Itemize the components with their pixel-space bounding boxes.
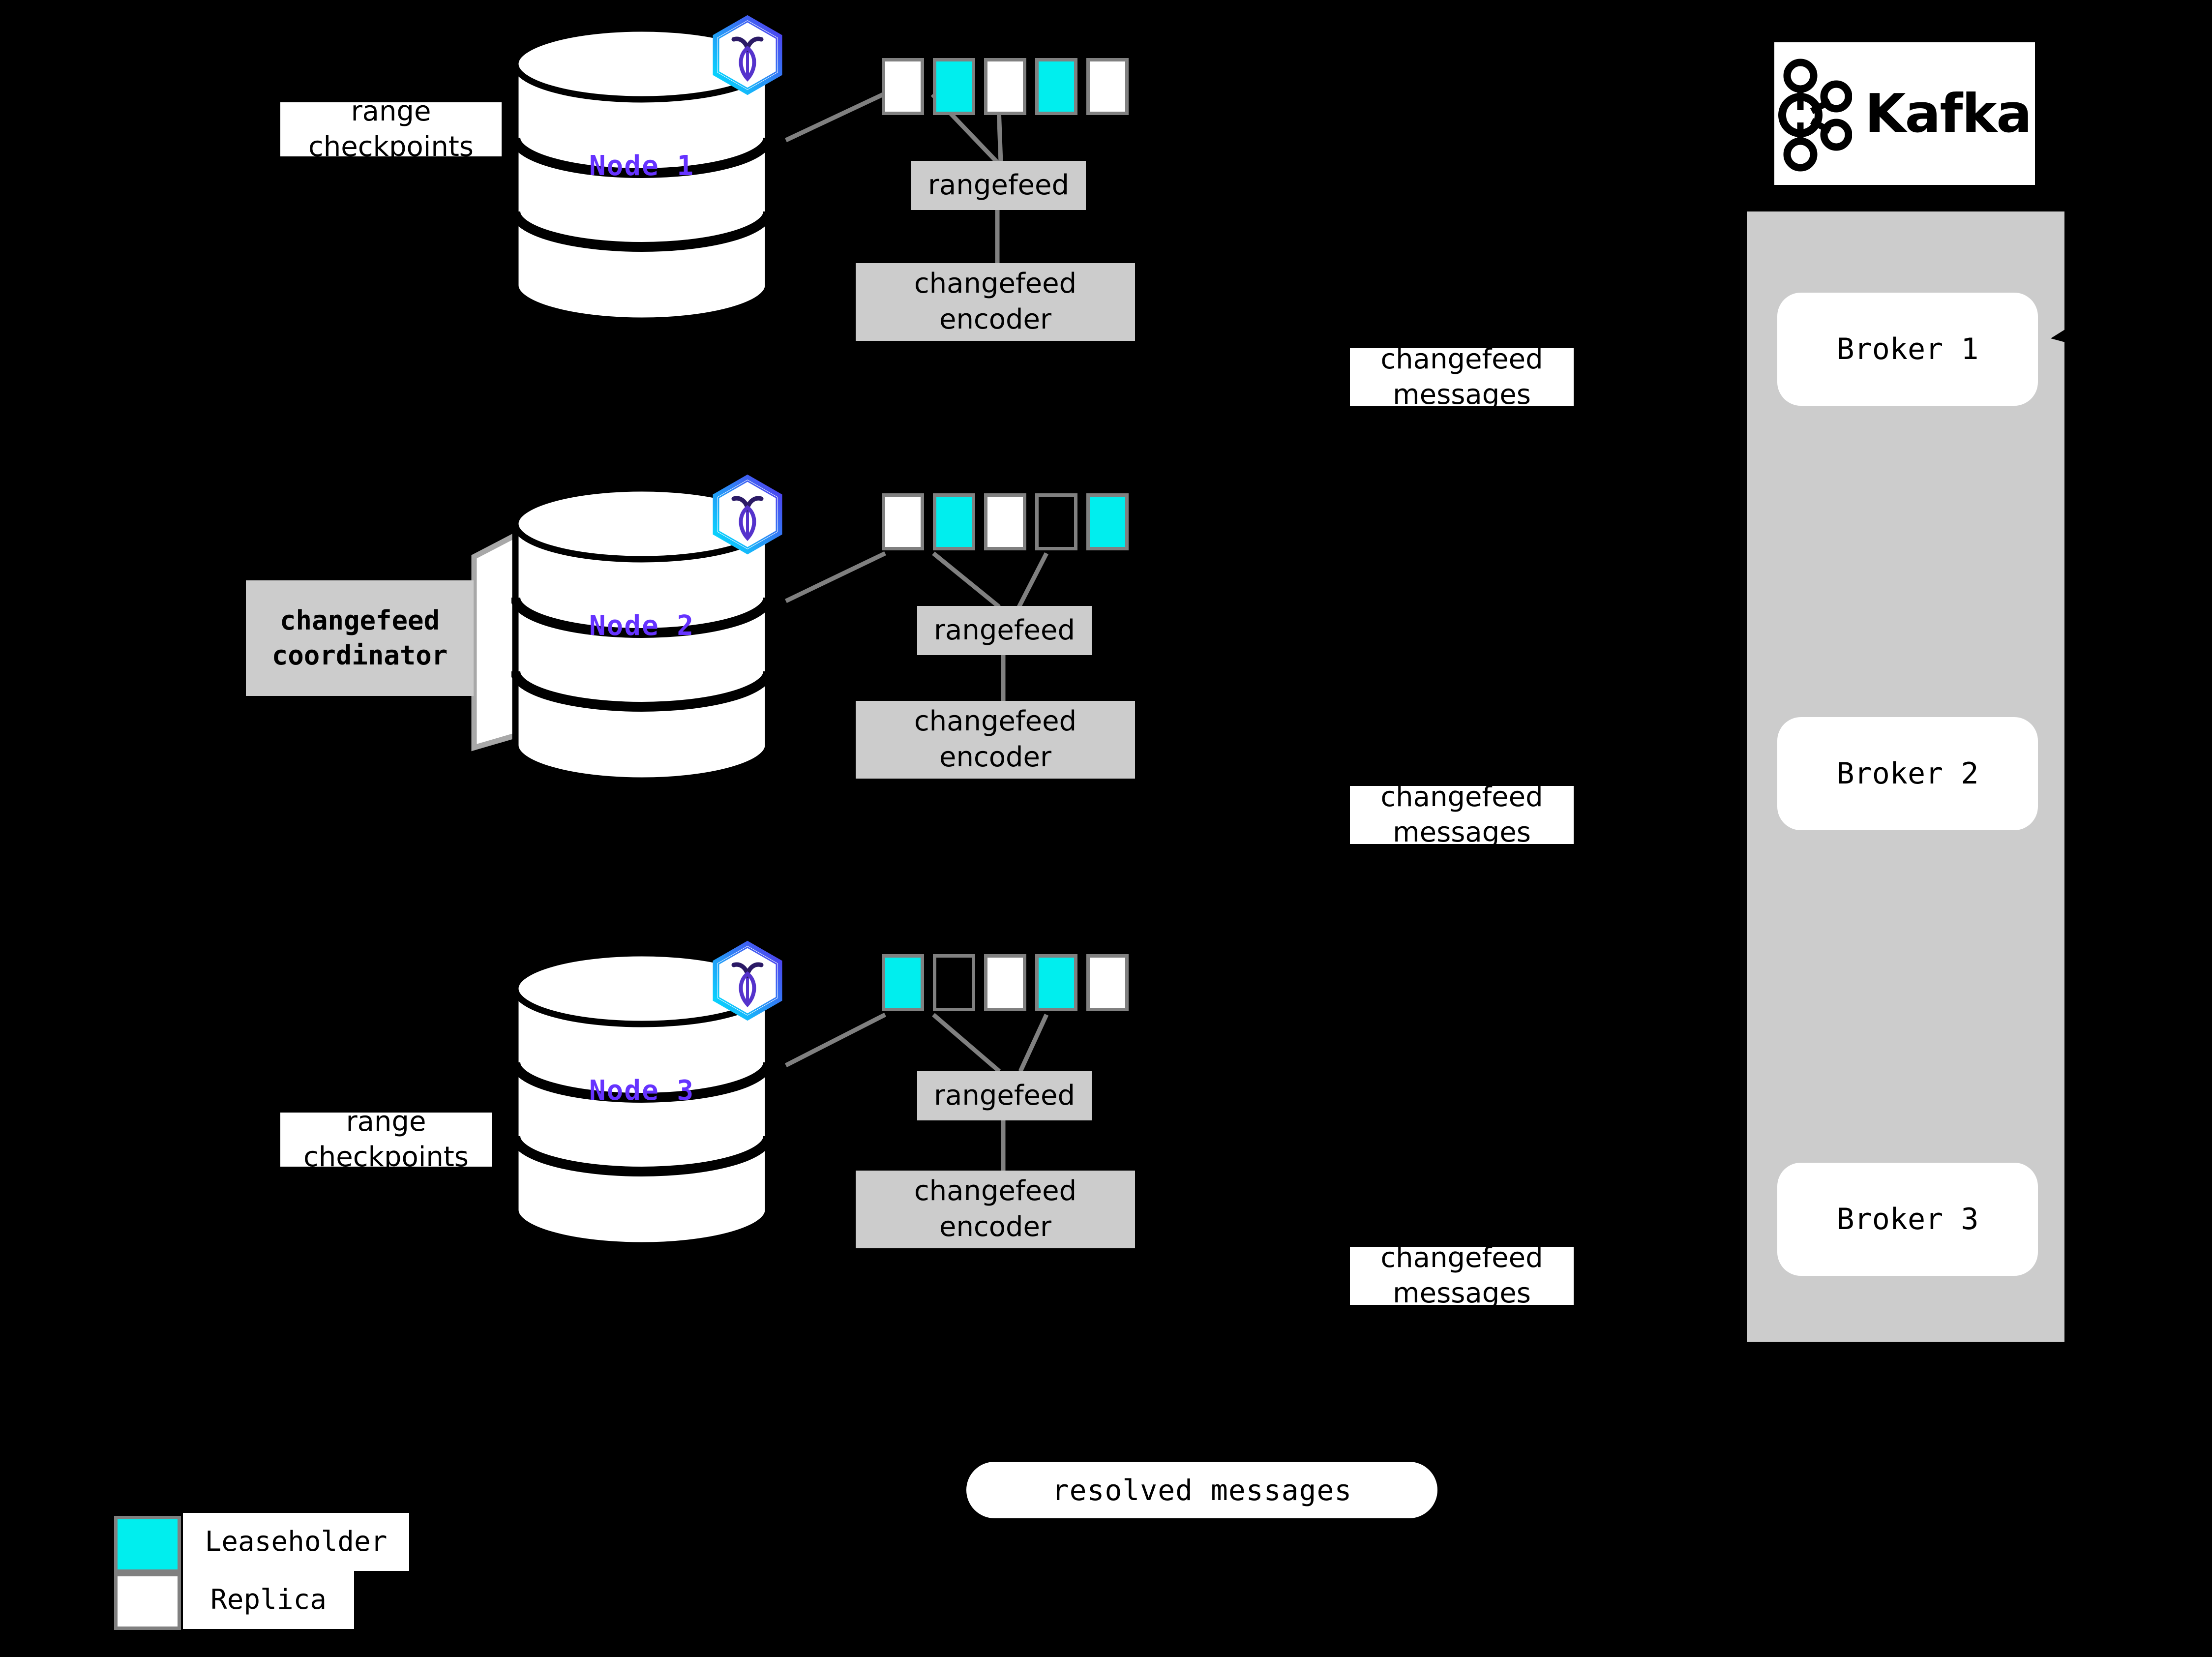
resolved-messages-label: resolved messages	[1051, 1473, 1352, 1507]
range-box	[1086, 954, 1129, 1011]
cockroachdb-logo-icon	[708, 14, 787, 97]
encoder-line2: encoder	[939, 303, 1052, 335]
resolved-messages-pill: resolved messages	[966, 1462, 1437, 1518]
range-box	[1035, 493, 1077, 550]
rangefeed-label: rangefeed	[928, 169, 1069, 201]
rangefeed-label: rangefeed	[934, 1079, 1075, 1112]
range-box	[933, 58, 975, 115]
range-checkpoints-line1: range	[346, 1106, 426, 1138]
kafka-wordmark: Kafka	[1864, 83, 2032, 145]
broker-label: Broker 3	[1836, 1202, 1979, 1236]
encoder-line1: changefeed	[914, 705, 1077, 738]
changefeed-coordinator-box: changefeed coordinator	[246, 580, 474, 696]
broker-label: Broker 2	[1836, 756, 1979, 791]
legend-label-leaseholder: Leaseholder	[183, 1513, 409, 1571]
range-box	[984, 954, 1026, 1011]
message-line1: changefeed	[1380, 1242, 1543, 1274]
cockroachdb-logo-icon	[708, 473, 787, 557]
kafka-logo-box: Kafka	[1774, 42, 2035, 185]
range-box	[933, 954, 975, 1011]
node-1-ranges	[882, 58, 1129, 115]
node-2-ranges	[882, 493, 1129, 550]
encoder-line1: changefeed	[914, 1175, 1077, 1207]
range-box	[984, 58, 1026, 115]
node-1-range-checkpoints-label: range checkpoints	[280, 95, 502, 163]
node-2-changefeed-encoder-box: changefeed encoder	[856, 701, 1135, 779]
legend-label-replica: Replica	[183, 1571, 354, 1629]
node-3-changefeed-encoder-box: changefeed encoder	[856, 1171, 1135, 1248]
legend-item-label: Leaseholder	[205, 1526, 388, 1558]
range-box	[882, 954, 924, 1011]
message-line1: changefeed	[1380, 781, 1543, 813]
message-line2: messages	[1393, 1277, 1531, 1309]
cockroachdb-logo-icon	[708, 939, 787, 1023]
node-3-cylinder: Node 3	[511, 949, 772, 1249]
node-1-changefeed-encoder-box: changefeed encoder	[856, 263, 1135, 341]
encoder-line2: encoder	[939, 741, 1052, 773]
coordinator-line2: coordinator	[271, 639, 448, 671]
node-1-cylinder: Node 1	[511, 25, 772, 325]
message-line1: changefeed	[1380, 343, 1543, 376]
node-3-ranges	[882, 954, 1129, 1011]
range-checkpoints-line2: checkpoints	[308, 131, 474, 163]
legend-item-label: Replica	[210, 1584, 327, 1616]
encoder-line2: encoder	[939, 1211, 1052, 1243]
range-box	[882, 58, 924, 115]
legend-swatch-replica	[114, 1573, 181, 1630]
coordinator-line1: changefeed	[279, 605, 440, 636]
node-3-rangefeed-box: rangefeed	[917, 1071, 1092, 1120]
node-2-rangefeed-box: rangefeed	[917, 606, 1092, 655]
rangefeed-label: rangefeed	[934, 614, 1075, 646]
broker-3-box: Broker 3	[1777, 1163, 2038, 1276]
range-box	[1086, 493, 1129, 550]
broker-label: Broker 1	[1836, 332, 1979, 366]
range-checkpoints-line1: range	[351, 95, 431, 128]
range-checkpoints-line2: checkpoints	[303, 1141, 469, 1173]
node-2-cylinder: Node 2	[511, 484, 772, 784]
node-1-rangefeed-box: rangefeed	[911, 161, 1086, 210]
broker-1-box: Broker 1	[1777, 293, 2038, 406]
range-box	[933, 493, 975, 550]
node-3-label: Node 3	[589, 1075, 695, 1107]
range-box	[984, 493, 1026, 550]
changefeed-messages-label-2: changefeed messages	[1350, 781, 1574, 848]
broker-2-box: Broker 2	[1777, 717, 2038, 830]
node-2-label: Node 2	[589, 610, 695, 642]
changefeed-messages-label-1: changefeed messages	[1350, 343, 1574, 411]
node-3-range-checkpoints-label: range checkpoints	[280, 1106, 492, 1173]
legend-swatch-leaseholder	[114, 1516, 181, 1573]
changefeed-messages-label-3: changefeed messages	[1350, 1242, 1574, 1309]
range-box	[1035, 954, 1077, 1011]
kafka-logo-icon	[1778, 56, 1852, 172]
message-line2: messages	[1393, 379, 1531, 411]
message-line2: messages	[1393, 816, 1531, 848]
kafka-inbound-arrow-icon	[2051, 325, 2073, 344]
encoder-line1: changefeed	[914, 268, 1077, 300]
node-1-label: Node 1	[589, 150, 695, 182]
range-box	[1086, 58, 1129, 115]
range-box	[882, 493, 924, 550]
range-box	[1035, 58, 1077, 115]
